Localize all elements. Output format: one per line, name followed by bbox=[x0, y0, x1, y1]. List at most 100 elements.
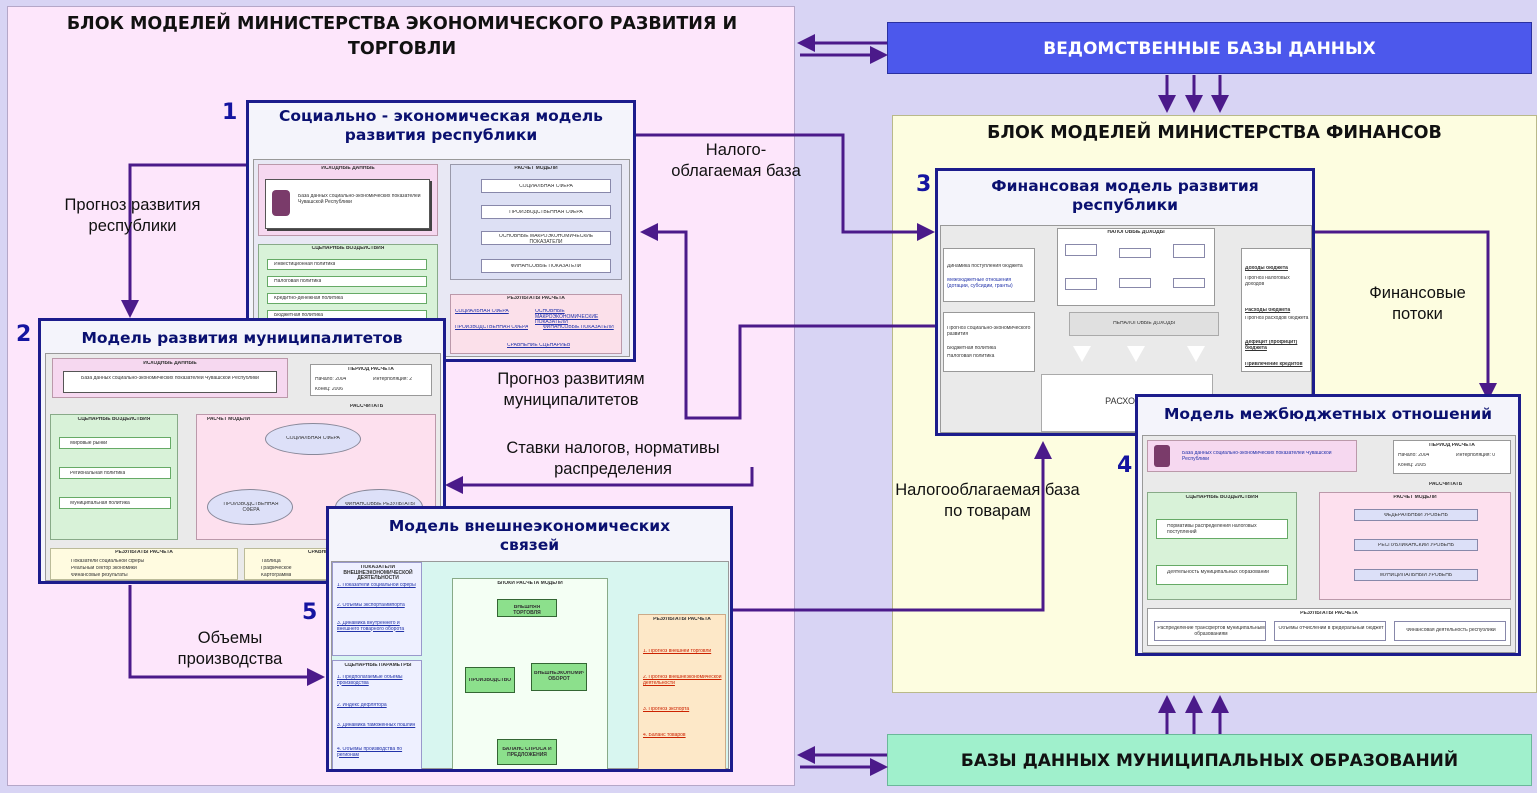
m3-right-item: Прогноз расходов бюджета bbox=[1245, 316, 1309, 321]
m4-period: ПЕРИОД РАСЧЕТА bbox=[1429, 443, 1475, 448]
m1-res-item[interactable]: ПРОИЗВОДСТВЕННАЯ СФЕРА bbox=[455, 325, 529, 330]
m1-res-item[interactable]: ОСНОВНЫЕ МАКРОЭКОНОМИЧЕСКИЕ ПОКАЗАТЕЛИ bbox=[535, 309, 599, 325]
m1-res-item[interactable]: ФИНАНСОВЫЕ ПОКАЗАТЕЛИ bbox=[543, 325, 614, 330]
m2-oval[interactable]: СОЦИАЛЬНАЯ СФЕРА bbox=[265, 423, 361, 455]
m1-calc-item[interactable]: ПРОИЗВОДСТВЕННАЯ СФЕРА bbox=[481, 205, 611, 219]
m4-level[interactable]: ФЕДЕРАЛЬНЫЙ УРОВЕНЬ bbox=[1354, 509, 1478, 521]
m2-calc-button[interactable]: РАССЧИТАТЬ bbox=[350, 404, 384, 409]
m2-res-item[interactable]: Показатели социальной сферы bbox=[71, 559, 145, 564]
model-4-panel[interactable]: Модель межбюджетных отношений База данны… bbox=[1135, 394, 1521, 656]
m3-left-item: Динамика поступления бюджета bbox=[947, 264, 1023, 269]
m1-res-item[interactable]: СОЦИАЛЬНАЯ СФЕРА bbox=[455, 309, 509, 314]
m4-interp: Интерполяция: 0 bbox=[1456, 453, 1496, 458]
database-icon bbox=[1154, 445, 1170, 467]
m4-level[interactable]: РЕСПУБЛИКАНСКИЙ УРОВЕНЬ bbox=[1354, 539, 1478, 551]
flow-forecast-muni: Прогноз развитиям муниципалитетов bbox=[497, 370, 645, 410]
m2-end: Конец: 2006 bbox=[315, 387, 344, 392]
m4-calc-button[interactable]: РАССЧИТАТЬ bbox=[1429, 482, 1463, 487]
database-icon bbox=[272, 190, 290, 216]
m5-param-item[interactable]: 1. Показатели социальной сферы bbox=[337, 583, 416, 588]
m3-left-item: Бюджетная политика bbox=[947, 346, 996, 351]
model-4-number: 4 bbox=[1117, 453, 1133, 478]
m1-res-item[interactable]: СРАВНЕНИЕ СЦЕНАРИЕВ bbox=[507, 343, 571, 348]
m4-start: Начало: 2004 bbox=[1398, 453, 1430, 458]
m1-scen-title: СЦЕНАРНЫЕ ВОЗДЕЙСТВИЯ bbox=[311, 246, 385, 251]
m3-right-item: Прогноз налоговых доходов bbox=[1245, 276, 1290, 287]
model-2-number: 2 bbox=[16, 322, 32, 347]
m1-calc-item[interactable]: ОСНОВНЫЕ МАКРОЭКОНОМИЧЕСКИЕ ПОКАЗАТЕЛИ bbox=[481, 231, 611, 245]
m1-scen-item[interactable]: Налоговая политика bbox=[267, 276, 427, 287]
m3-right-item: Доходы бюджета bbox=[1245, 266, 1288, 271]
m5-res-item[interactable]: 3. Прогноз экспорта bbox=[643, 707, 690, 712]
model-3-panel[interactable]: Финансовая модель развития республики Ди… bbox=[935, 168, 1315, 436]
m1-results-title: РЕЗУЛЬТАТЫ РАСЧЕТА bbox=[507, 296, 565, 301]
m5-param-item[interactable]: 3. Динамика внутреннего и внешнего товар… bbox=[337, 621, 405, 632]
m2-oval[interactable]: ПРОИЗВОДСТВЕННАЯ СФЕРА bbox=[207, 489, 293, 525]
m5-block[interactable]: БАЛАНС СПРОСА И ПРЕДЛОЖЕНИЯ bbox=[497, 739, 557, 765]
m3-right-item: Дефицит (профицит) бюджета bbox=[1245, 340, 1298, 351]
model-2-panel[interactable]: Модель развития муниципалитетов ИСХОДНЫЕ… bbox=[38, 318, 446, 584]
model-5-title: Модель внешнеэкономических связей bbox=[388, 517, 671, 554]
m4-scen-item[interactable]: Нормативы распределения налоговых поступ… bbox=[1156, 519, 1288, 539]
down-arrow-icon bbox=[1127, 346, 1145, 362]
m4-end: Конец: 2005 bbox=[1398, 463, 1427, 468]
m5-res-item[interactable]: 2. Прогноз внешнеэкономической деятельно… bbox=[643, 675, 722, 686]
m5-scen-item[interactable]: 1. Предполагаемые объемы производства bbox=[337, 675, 403, 686]
m2-start: Начало: 2004 bbox=[315, 377, 347, 382]
m1-calc-title: РАСЧЕТ МОДЕЛИ bbox=[514, 166, 558, 171]
m5-block[interactable]: ВНЕШНЯЯ ТОРГОВЛЯ bbox=[497, 599, 557, 617]
m5-block[interactable]: ВНЕШНЕЭКОНОМИЧЕСКИЙ ОБОРОТ bbox=[531, 663, 587, 691]
m3-left-item: Прогноз социально-экономического развити… bbox=[947, 326, 1031, 337]
m2-scen-item[interactable]: Мировые рынки bbox=[59, 437, 171, 449]
m4-res-item[interactable]: Финансовая деятельность республики bbox=[1394, 621, 1506, 641]
m1-calc-item[interactable]: СОЦИАЛЬНАЯ СФЕРА bbox=[481, 179, 611, 193]
m5-scen-item[interactable]: 4. Объемы производства по регионам bbox=[337, 747, 403, 758]
m2-res-item[interactable]: Реальный сектор экономики bbox=[71, 566, 137, 571]
flow-prod-volumes: Объемы производства bbox=[177, 629, 283, 669]
model-1-title: Социально - экономическая модель развити… bbox=[279, 107, 603, 144]
m1-calc-item[interactable]: ФИНАНСОВЫЕ ПОКАЗАТЕЛИ bbox=[481, 259, 611, 273]
m5-block[interactable]: ПРОИЗВОДСТВО bbox=[465, 667, 515, 693]
m2-calc-title: РАСЧЕТ МОДЕЛИ bbox=[207, 417, 251, 422]
m4-res-item[interactable]: Распределение трансфертов муниципальным … bbox=[1154, 621, 1266, 641]
m2-scen-item[interactable]: Региональная политика bbox=[59, 467, 171, 479]
m2-cmp-item[interactable]: Таблица bbox=[261, 559, 281, 564]
model-5-panel[interactable]: Модель внешнеэкономических связей ПОКАЗА… bbox=[326, 506, 733, 772]
m5-res-item[interactable]: 1. Прогноз внешней торговли bbox=[643, 649, 712, 654]
m2-res-item[interactable]: Финансовые результаты bbox=[71, 573, 128, 578]
m5-results-title: РЕЗУЛЬТАТЫ РАСЧЕТА bbox=[653, 617, 711, 622]
m2-scen-item[interactable]: Муниципальная политика bbox=[59, 497, 171, 509]
m4-level[interactable]: МУНИЦИПАЛЬНЫЙ УРОВЕНЬ bbox=[1354, 569, 1478, 581]
m5-param-item[interactable]: 2. Объемы экспорта/импорта bbox=[337, 603, 405, 608]
m5-content: ПОКАЗАТЕЛИ ВНЕШНЕЭКОНОМИЧЕСКОЙ ДЕЯТЕЛЬНО… bbox=[331, 561, 729, 769]
m2-content: ИСХОДНЫЕ ДАННЫЕ База данных социально-эк… bbox=[45, 353, 441, 581]
m3-left-item: Межбюджетные отношения (дотации, субсиди… bbox=[947, 278, 1013, 289]
m3-nontax-box: НЕНАЛОГОВЫЕ ДОХОДЫ bbox=[1069, 312, 1219, 336]
m4-db: База данных социально-экономических пока… bbox=[1182, 451, 1332, 462]
down-arrow-icon bbox=[1187, 346, 1205, 362]
model-3-number: 3 bbox=[916, 172, 932, 197]
flow-taxable-goods: Налогооблагаемая база по товарам bbox=[895, 481, 1080, 521]
m4-content: База данных социально-экономических пока… bbox=[1142, 435, 1516, 653]
m5-scen-item[interactable]: 2. Индекс дефлятора bbox=[337, 703, 387, 708]
model-5-number: 5 bbox=[302, 600, 318, 625]
m4-calc-title: РАСЧЕТ МОДЕЛИ bbox=[1393, 495, 1437, 500]
m2-cmp-item[interactable]: Графическое bbox=[261, 566, 292, 571]
m4-res-item[interactable]: Объемы отчислений в федеральный бюджет bbox=[1274, 621, 1386, 641]
m1-scen-item[interactable]: Кредитно-денежная политика bbox=[267, 293, 427, 304]
m5-scen-item[interactable]: 3. Динамика таможенных пошлин bbox=[337, 723, 416, 728]
m4-scen-item[interactable]: Деятельность муниципальных образований bbox=[1156, 565, 1288, 585]
m2-period: ПЕРИОД РАСЧЕТА bbox=[348, 367, 394, 372]
m5-scen-title: СЦЕНАРНЫЕ ПАРАМЕТРЫ bbox=[344, 663, 412, 668]
m5-blocks-title: БЛОКИ РАСЧЕТА МОДЕЛИ bbox=[497, 581, 563, 586]
dept-db-banner: ВЕДОМСТВЕННЫЕ БАЗЫ ДАННЫХ bbox=[887, 22, 1532, 74]
flow-fin-flows: Финансовые потоки bbox=[1369, 284, 1466, 324]
m2-db: База данных социально-экономических пока… bbox=[81, 376, 259, 381]
model-3-title: Финансовая модель развития республики bbox=[991, 177, 1259, 214]
m2-cmp-item[interactable]: Картограмма bbox=[261, 573, 292, 578]
m5-res-item[interactable]: 4. Баланс товаров bbox=[643, 733, 686, 738]
m1-scen-item[interactable]: Инвестиционная политика bbox=[267, 259, 427, 270]
m5-params-title: ПОКАЗАТЕЛИ ВНЕШНЕЭКОНОМИЧЕСКОЙ ДЕЯТЕЛЬНО… bbox=[343, 565, 413, 581]
m2-results-title: РЕЗУЛЬТАТЫ РАСЧЕТА bbox=[115, 550, 173, 555]
